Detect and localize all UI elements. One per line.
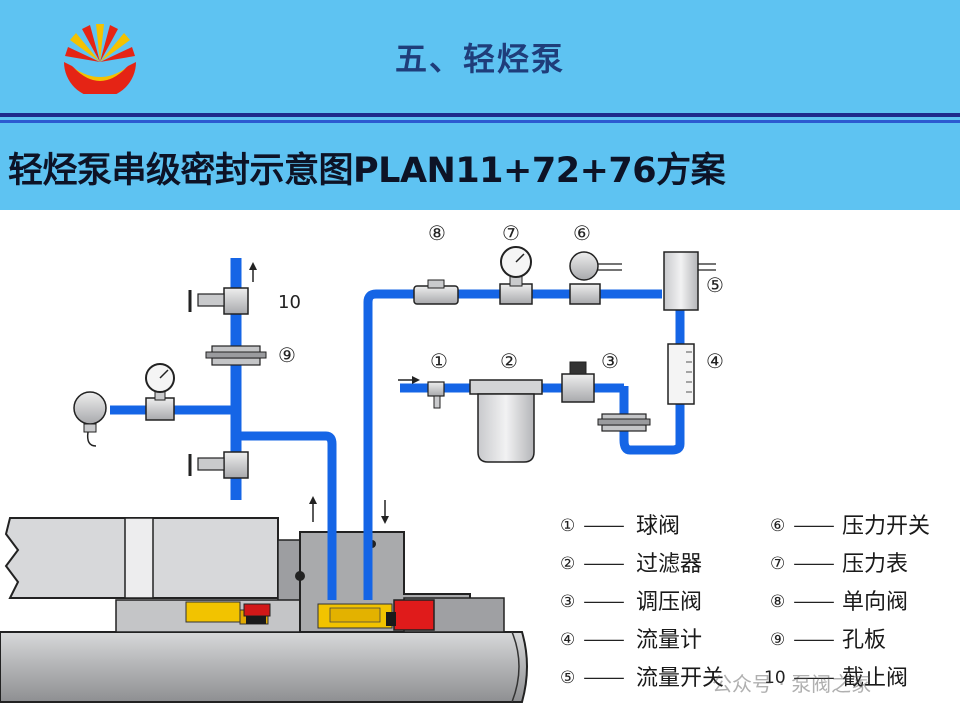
pump-shaft xyxy=(0,631,528,703)
pressure-switch-right xyxy=(569,251,622,305)
legend-item: ⑦ — 压力表 xyxy=(770,552,908,577)
flow-arrow-down-icon xyxy=(381,500,389,524)
svg-text:④: ④ xyxy=(560,630,575,650)
callout-10: 10 xyxy=(278,292,301,313)
legend-item: ② — 过滤器 xyxy=(560,552,702,577)
petrochina-logo-icon xyxy=(64,24,136,94)
svg-text:②: ② xyxy=(560,554,575,574)
legend-item: ⑥ — 压力开关 xyxy=(770,514,930,539)
callout-markers: ⑧ ⑦ ⑥ ⑤ ④ ① ② ③ ⑨ 10 xyxy=(278,221,724,373)
svg-text:③: ③ xyxy=(560,592,575,612)
ball-valve xyxy=(427,381,445,409)
svg-text:—: — xyxy=(582,554,626,574)
vent-arrow-up-icon xyxy=(249,262,257,282)
pump-housing xyxy=(4,517,317,633)
svg-text:流量开关: 流量开关 xyxy=(636,666,724,691)
callout-9: ⑨ xyxy=(278,343,296,367)
header-divider-accent xyxy=(0,120,960,123)
svg-text:过滤器: 过滤器 xyxy=(636,552,702,577)
callout-5: ⑤ xyxy=(706,273,724,297)
outer-seal-red xyxy=(386,599,435,631)
legend: ① — 球阀 ② — 过滤器 ③ — 调压阀 ④ — 流量计 ⑤ — 流量开关 … xyxy=(560,514,930,691)
svg-text:①: ① xyxy=(560,516,575,536)
svg-text:—: — xyxy=(582,668,626,688)
orifice-flange xyxy=(205,345,267,366)
svg-text:压力开关: 压力开关 xyxy=(842,514,930,539)
callout-3: ③ xyxy=(601,349,619,373)
callout-8: ⑧ xyxy=(428,221,446,245)
svg-text:⑥: ⑥ xyxy=(770,516,785,536)
legend-item: ⑨ — 孔板 xyxy=(770,628,886,653)
callout-1: ① xyxy=(430,349,448,373)
header-divider xyxy=(0,113,960,117)
inner-seal-red xyxy=(243,603,271,624)
seal-system-diagram: ⑧ ⑦ ⑥ ⑤ ④ ① ② ③ ⑨ 10 ① — 球阀 ② — 过滤器 ③ — … xyxy=(0,221,930,703)
callout-7: ⑦ xyxy=(502,221,520,245)
watermark: 公众号 · 泵阀之家 xyxy=(712,672,872,696)
svg-text:—: — xyxy=(792,592,836,612)
svg-text:—: — xyxy=(792,554,836,574)
legend-item: ⑤ — 流量开关 xyxy=(560,666,724,691)
pressure-switch-left xyxy=(73,391,107,447)
svg-text:流量计: 流量计 xyxy=(636,628,702,653)
svg-text:—: — xyxy=(792,630,836,650)
section-title: 五、轻烃泵 xyxy=(394,40,565,78)
check-valve xyxy=(413,279,459,305)
svg-text:⑧: ⑧ xyxy=(770,592,785,612)
legend-item: ④ — 流量计 xyxy=(560,628,702,653)
svg-text:—: — xyxy=(582,630,626,650)
pressure-gauge-right xyxy=(499,246,533,305)
legend-item: ① — 球阀 xyxy=(560,514,680,539)
orifice-flange-right xyxy=(597,413,651,432)
outer-seal-yellow xyxy=(317,603,393,629)
svg-text:截止阀: 截止阀 xyxy=(842,666,908,691)
svg-text:⑦: ⑦ xyxy=(770,554,785,574)
svg-text:压力表: 压力表 xyxy=(842,552,908,577)
flow-arrow-up-icon xyxy=(309,496,317,522)
callout-2: ② xyxy=(500,349,518,373)
legend-item: 10 — 截止阀 xyxy=(764,666,908,691)
stop-valve-top xyxy=(188,287,249,315)
svg-text:孔板: 孔板 xyxy=(842,628,886,653)
slide-title: 轻烃泵串级密封示意图PLAN11+72+76方案 xyxy=(8,151,726,191)
legend-item: ⑧ — 单向阀 xyxy=(770,590,908,615)
svg-text:⑨: ⑨ xyxy=(770,630,785,650)
svg-text:—: — xyxy=(792,516,836,536)
flow-switch xyxy=(663,251,716,311)
flow-meter xyxy=(667,343,695,405)
header-bar xyxy=(0,0,960,210)
svg-text:—: — xyxy=(792,668,836,688)
filter xyxy=(469,379,543,463)
svg-text:调压阀: 调压阀 xyxy=(636,590,702,615)
svg-text:单向阀: 单向阀 xyxy=(842,590,908,615)
callout-6: ⑥ xyxy=(573,221,591,245)
callout-4: ④ xyxy=(706,349,724,373)
svg-text:—: — xyxy=(582,592,626,612)
svg-text:10: 10 xyxy=(764,668,786,688)
stop-valve-bottom xyxy=(188,451,249,479)
inlet-arrow-right-icon xyxy=(398,376,420,384)
svg-text:—: — xyxy=(582,516,626,536)
pressure-regulator xyxy=(561,361,595,403)
legend-item: ③ — 调压阀 xyxy=(560,590,702,615)
svg-text:⑤: ⑤ xyxy=(560,668,575,688)
pressure-gauge-left xyxy=(145,363,175,421)
svg-text:球阀: 球阀 xyxy=(636,514,680,539)
